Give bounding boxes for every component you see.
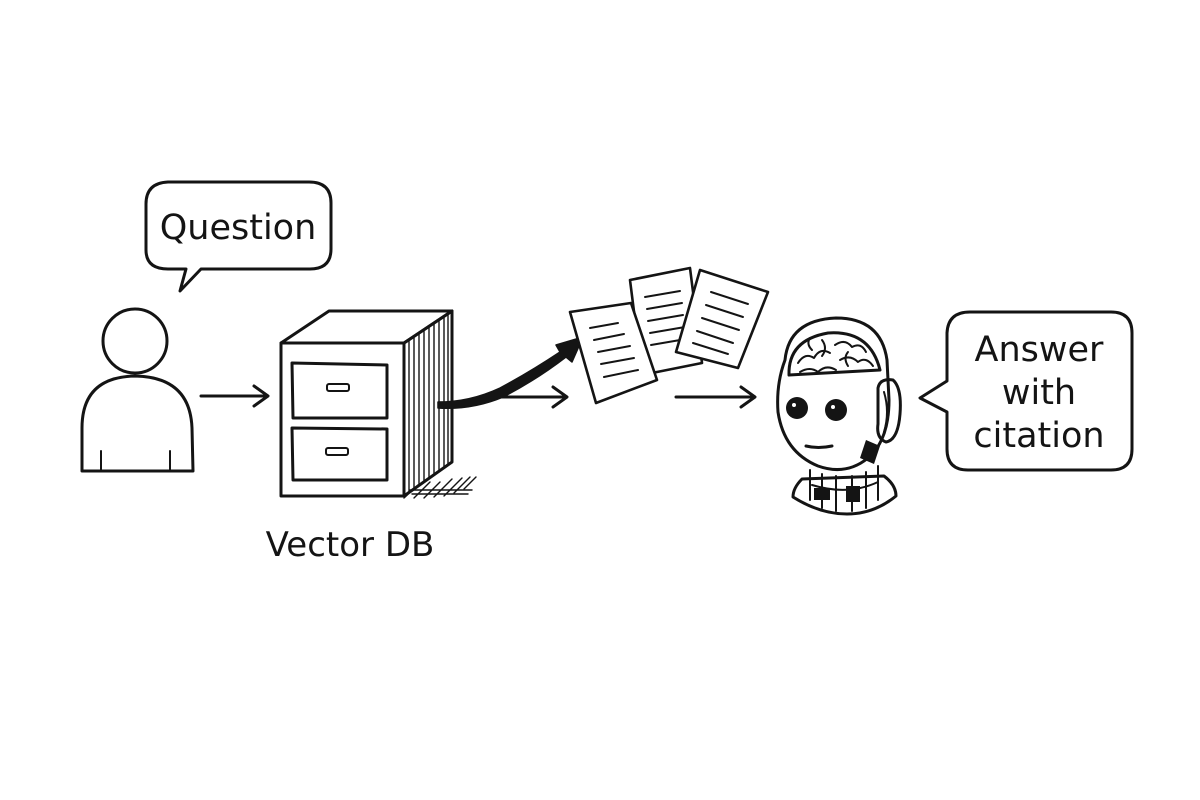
filing-cabinet-icon [279, 309, 477, 499]
answer-line-2: with [1002, 373, 1076, 413]
question-bubble: Question [144, 180, 333, 293]
retrieval-arrow-icon [437, 336, 584, 410]
question-text: Question [160, 208, 317, 248]
person-icon [80, 307, 195, 473]
arrow-icon [495, 385, 569, 409]
document-icon [568, 301, 659, 405]
arrow-icon [199, 384, 270, 408]
document-icon [674, 268, 770, 370]
speech-bubble-icon [918, 310, 1134, 472]
answer-line-3: citation [973, 416, 1104, 456]
documents-group [568, 266, 770, 405]
arrow-icon [674, 385, 757, 409]
speech-bubble-icon [144, 180, 333, 293]
answer-bubble: Answer with citation [918, 310, 1134, 472]
vector-db-label: Vector DB [266, 525, 435, 565]
robot-head-icon [776, 316, 902, 516]
answer-line-1: Answer [975, 330, 1105, 370]
